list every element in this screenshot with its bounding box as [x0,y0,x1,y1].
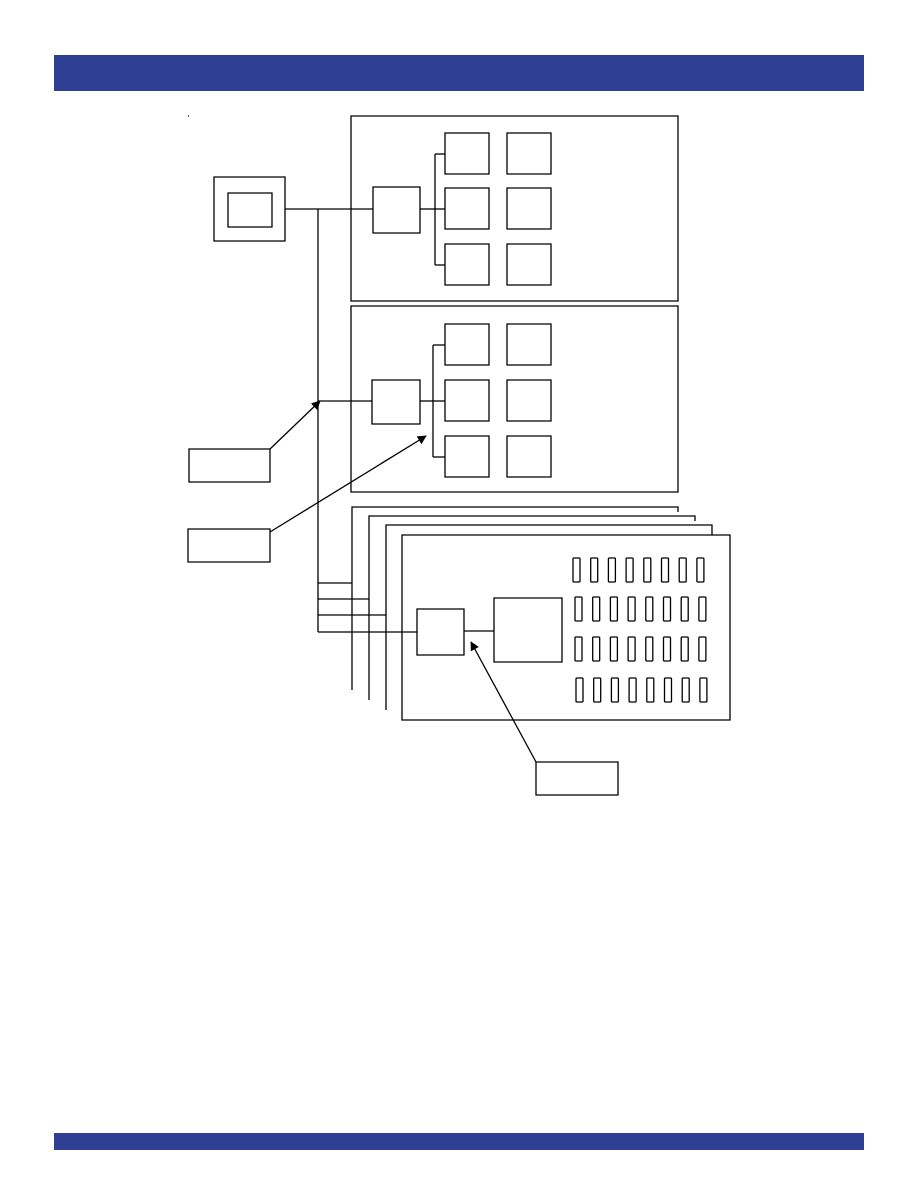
module-1-device [445,188,489,229]
card-cell [682,678,689,702]
card-cell [629,678,636,702]
card-cell [679,558,686,582]
card-cell [681,597,688,621]
card-cell [647,678,654,702]
card-cell [626,558,633,582]
module-1-device [445,244,489,285]
card-cell [664,637,671,661]
host-outer-box [214,177,285,241]
card-cell [699,597,706,621]
module-1-device [507,188,551,229]
card-cell [697,558,704,582]
card-cell [700,678,707,702]
card-cell [593,597,600,621]
card-cell [664,597,671,621]
card-cell [575,597,582,621]
module-1-device [445,133,489,174]
module-2-device [445,324,489,365]
callout-box-2 [188,529,270,562]
card-cell [610,597,617,621]
module-2-device [445,436,489,477]
card-cell [593,637,600,661]
card-cell [644,558,651,582]
card-cell [608,558,615,582]
card-cell [628,637,635,661]
card-cell-grid [573,558,707,702]
card-cell [646,597,653,621]
card-cell [576,678,583,702]
stacked-card-1 [402,535,730,720]
module-2-device [507,380,551,421]
module-2-frame [351,306,678,492]
module-1-device [507,133,551,174]
card-cell [681,637,688,661]
module-1-frame [351,116,678,301]
callout-3-arrow [471,641,536,762]
card-cell [591,558,598,582]
card-cell [646,637,653,661]
stacked-card-3 [369,516,695,700]
card-cell [662,558,669,582]
module-1-controller [373,187,420,233]
card-cell [594,678,601,702]
card-processor [494,598,562,662]
card-cell [610,637,617,661]
card-cell [611,678,618,702]
callout-box-1 [189,449,270,482]
footer-band [54,1133,864,1150]
module-2-device [507,436,551,477]
callout-box-3 [536,762,618,795]
card-cell [575,637,582,661]
callout-2-arrow [270,436,427,532]
card-controller [417,609,464,655]
card-cell [573,558,580,582]
host-inner-box [228,193,272,227]
stacked-card-2 [386,525,712,710]
module-1-device [507,244,551,285]
card-cell [628,597,635,621]
module-2-controller [372,380,420,424]
module-2-device [445,380,489,421]
header-band [54,55,864,91]
callout-1-arrow [270,400,321,449]
module-2-device [507,324,551,365]
card-cell [665,678,672,702]
card-cell [699,637,706,661]
